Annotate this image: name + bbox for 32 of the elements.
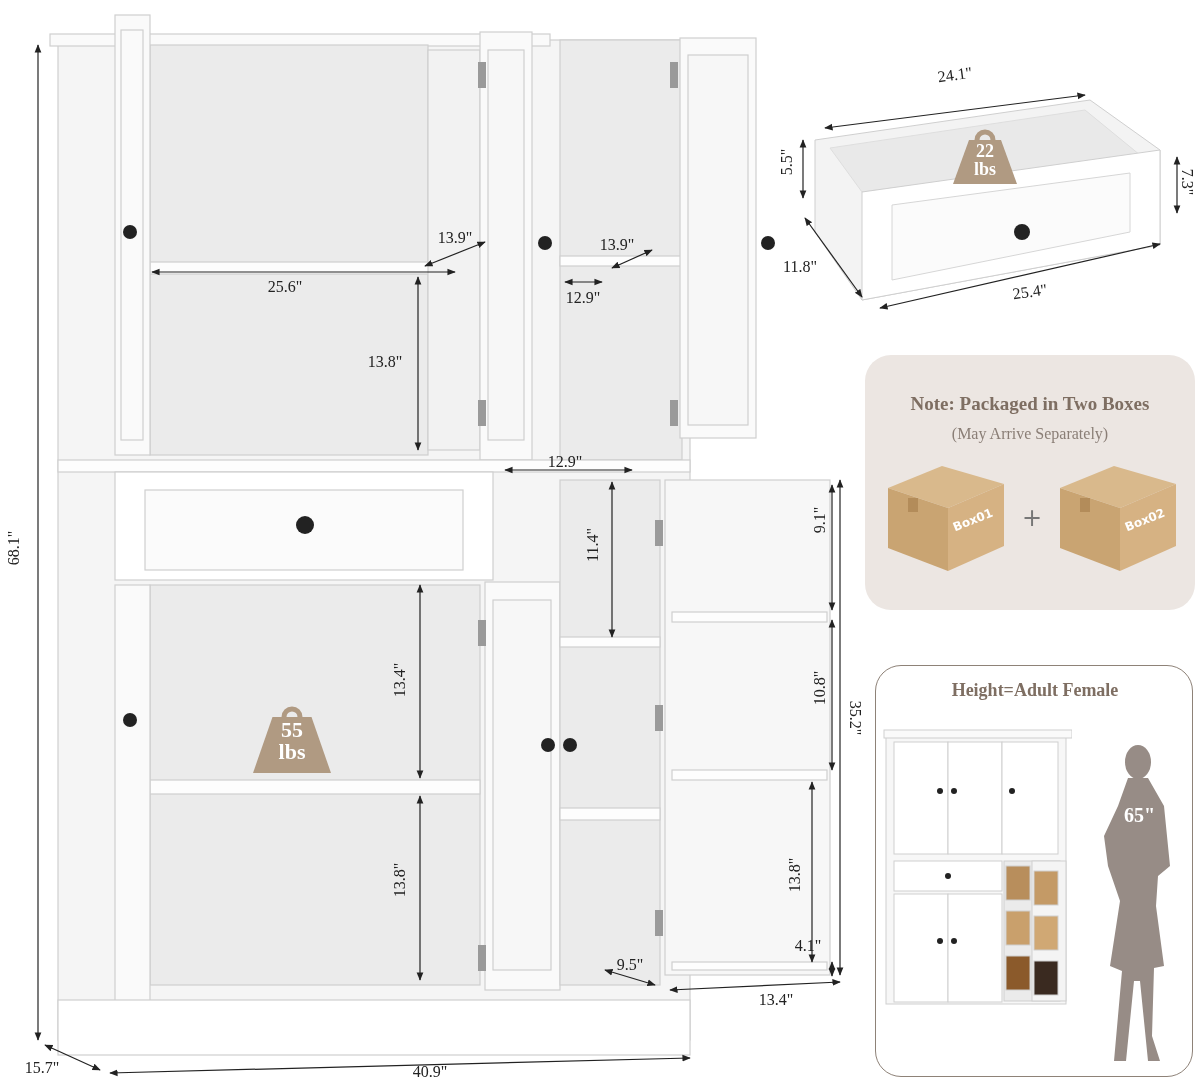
weight-value: 22 lbs (973, 142, 997, 178)
dimension-label: 13.9" (599, 237, 635, 253)
height-value: 65" (1124, 804, 1156, 827)
dimension-label: 24.1" (936, 64, 974, 86)
dimension-label: 68.1" (6, 530, 22, 566)
comparison-panel (875, 665, 1193, 1077)
dimension-label: 35.2" (847, 700, 863, 736)
dimension-label: 40.9" (412, 1064, 448, 1080)
dimension-label: 25.6" (267, 279, 303, 295)
panel-title: Height=Adult Female (950, 680, 1120, 701)
dimension-label: 11.8" (783, 259, 817, 275)
note-title: Note: Packaged in Two Boxes (909, 393, 1151, 415)
dimension-label: 10.8" (812, 670, 828, 706)
dimension-label: 13.8" (392, 862, 408, 898)
dimension-label: 13.4" (758, 992, 794, 1008)
dimension-label: 13.9" (437, 230, 473, 246)
dimension-label: 25.4" (1011, 281, 1049, 303)
note-panel (865, 355, 1195, 610)
dimension-label: 9.5" (616, 957, 644, 973)
dimension-label: 13.8" (367, 354, 403, 370)
dimension-label: 9.1" (812, 506, 828, 534)
dimension-label: 5.5" (779, 148, 795, 176)
dimension-label: 15.7" (24, 1060, 60, 1076)
weight-value: 55 lbs (277, 719, 307, 763)
dimension-label: 7.3" (1179, 168, 1195, 196)
dimension-label: 13.8" (787, 857, 803, 893)
note-subtitle: (May Arrive Separately) (950, 425, 1110, 443)
dimension-label: 11.4" (585, 528, 601, 562)
dimension-label: 12.9" (547, 454, 583, 470)
dimension-label: 12.9" (565, 290, 601, 306)
dimension-label: 13.4" (392, 662, 408, 698)
plus-sign: + (1021, 506, 1043, 530)
